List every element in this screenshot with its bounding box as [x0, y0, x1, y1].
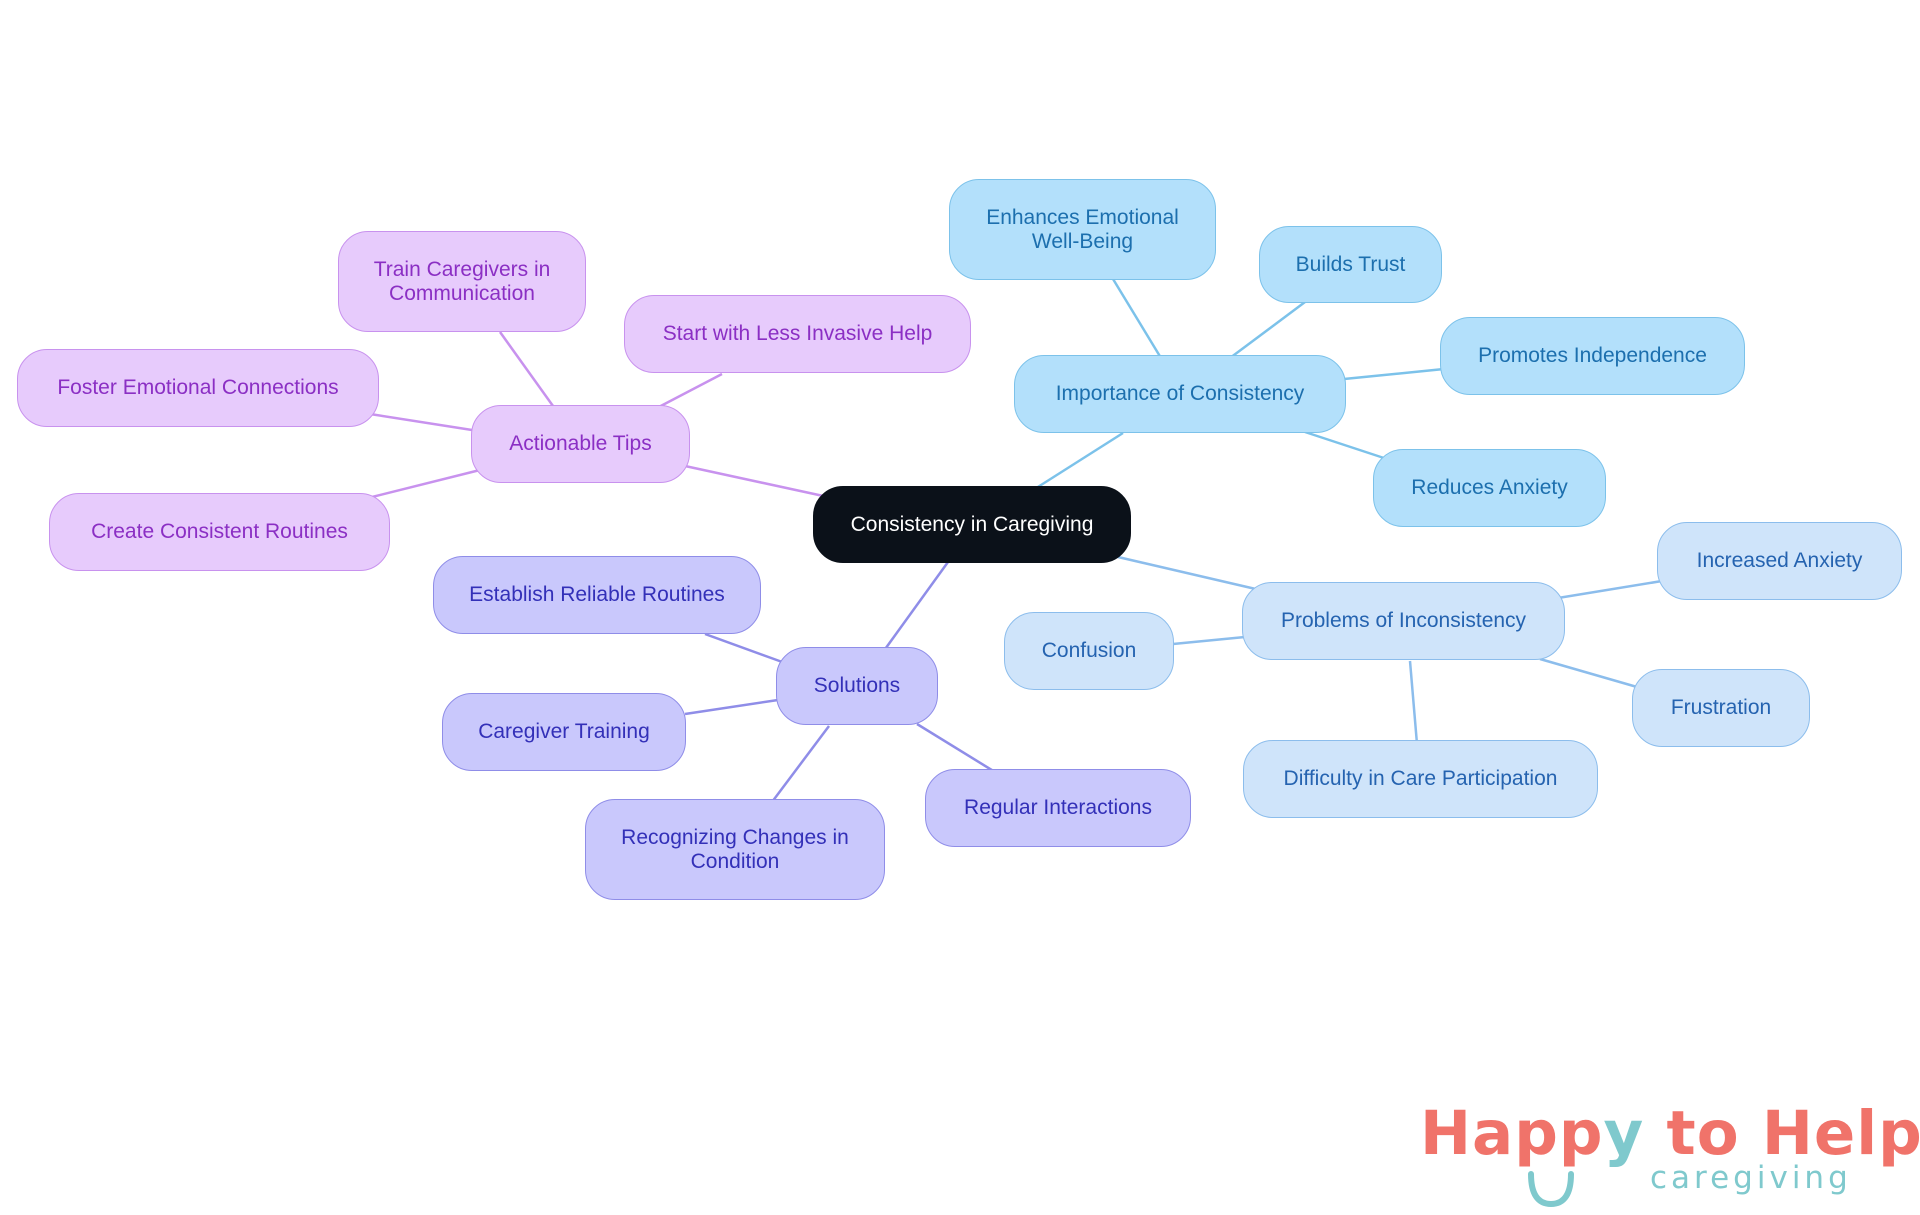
leaf-recognizing-changes-in-condition[interactable]: Recognizing Changes in Condition: [585, 799, 885, 900]
edge-root-problems: [1117, 555, 1261, 592]
edge-solutions-interactions: [916, 722, 996, 774]
leaf-increased-anxiety[interactable]: Increased Anxiety: [1657, 522, 1902, 600]
leaf-difficulty-in-care-participation[interactable]: Difficulty in Care Participation: [1243, 740, 1598, 818]
edge-tips-routines: [367, 468, 481, 500]
branch-actionable-tips[interactable]: Actionable Tips: [471, 405, 690, 483]
edge-problems-increased: [1557, 579, 1663, 600]
edge-tips-invasive: [654, 372, 723, 411]
leaf-establish-reliable-routines[interactable]: Establish Reliable Routines: [433, 556, 761, 634]
leaf-train-caregivers-in-communication[interactable]: Train Caregivers in Communication: [338, 231, 586, 332]
edge-root-solutions: [881, 561, 950, 653]
leaf-promotes-independence[interactable]: Promotes Independence: [1440, 317, 1745, 395]
branch-importance-of-consistency[interactable]: Importance of Consistency: [1014, 355, 1346, 433]
leaf-builds-trust[interactable]: Builds Trust: [1259, 226, 1442, 303]
edge-problems-confusion: [1172, 635, 1246, 646]
edge-root-tips: [684, 464, 829, 499]
leaf-foster-emotional-connections[interactable]: Foster Emotional Connections: [17, 349, 379, 427]
leaf-enhances-emotional-well-being[interactable]: Enhances Emotional Well-Being: [949, 179, 1216, 280]
edge-importance-independence: [1343, 367, 1445, 381]
happy-to-help-logo: Happy to Help caregiving: [1420, 1098, 1920, 1208]
leaf-regular-interactions[interactable]: Regular Interactions: [925, 769, 1191, 847]
logo-text-to-help: to Help: [1644, 1098, 1920, 1169]
edge-root-importance: [1029, 431, 1124, 494]
leaf-confusion[interactable]: Confusion: [1004, 612, 1174, 690]
branch-solutions[interactable]: Solutions: [776, 647, 938, 725]
edge-solutions-training: [684, 698, 779, 716]
edge-importance-wellbeing: [1111, 278, 1163, 359]
edge-solutions-changes: [771, 725, 830, 803]
edge-solutions-routines: [704, 632, 786, 665]
edge-tips-foster: [369, 412, 473, 432]
edge-problems-difficulty: [1408, 660, 1419, 745]
smile-icon: [1528, 1171, 1574, 1208]
logo-text-happ: Happ: [1420, 1098, 1604, 1169]
edge-importance-trust: [1229, 300, 1306, 360]
logo-tagline: caregiving: [1650, 1160, 1852, 1196]
root-node[interactable]: Consistency in Caregiving: [813, 486, 1131, 563]
logo-text-y: y: [1603, 1098, 1645, 1169]
edge-importance-anxiety: [1304, 430, 1391, 462]
logo-wordmark: Happy to Help: [1420, 1098, 1920, 1169]
leaf-reduces-anxiety[interactable]: Reduces Anxiety: [1373, 449, 1606, 527]
leaf-frustration[interactable]: Frustration: [1632, 669, 1810, 747]
edge-problems-frustration: [1539, 657, 1638, 689]
leaf-caregiver-training[interactable]: Caregiver Training: [442, 693, 686, 771]
edge-tips-train: [498, 331, 555, 407]
leaf-start-with-less-invasive-help[interactable]: Start with Less Invasive Help: [624, 295, 971, 373]
branch-problems-of-inconsistency[interactable]: Problems of Inconsistency: [1242, 582, 1565, 660]
leaf-create-consistent-routines[interactable]: Create Consistent Routines: [49, 493, 390, 571]
